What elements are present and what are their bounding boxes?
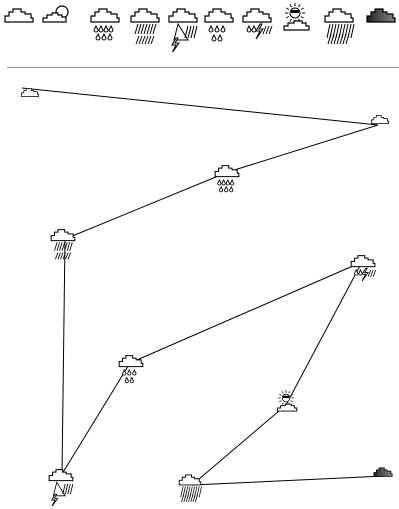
sun-behind-cloud-icon	[277, 390, 298, 412]
cloud-snow-lightning-icon	[168, 8, 198, 52]
edge	[191, 404, 287, 486]
dark-cloud-icon	[373, 467, 393, 477]
edge	[64, 171, 229, 240]
tool-snow-lightning[interactable]	[166, 0, 200, 52]
cloud-rain-icon	[50, 229, 76, 260]
cloud-rain-icon	[130, 8, 160, 45]
cloud-heavy-rain-icon	[178, 474, 202, 502]
toolbar	[0, 0, 399, 60]
tool-storm[interactable]	[240, 0, 274, 52]
tool-sun-cloud[interactable]	[278, 0, 312, 52]
tool-heavy-rain[interactable]	[322, 0, 356, 52]
cloud-hail-icon	[214, 165, 240, 193]
tool-hail[interactable]	[88, 0, 122, 52]
edge	[61, 238, 66, 475]
tool-dark-cloud[interactable]	[364, 0, 398, 52]
edge	[191, 475, 387, 486]
cloud-drops-icon	[204, 8, 234, 42]
edge	[21, 87, 379, 126]
sun-behind-cloud-icon	[283, 3, 310, 31]
cloud-snow-lightning-icon	[48, 469, 74, 506]
cloud-storm-icon	[242, 8, 273, 40]
tool-drops[interactable]	[202, 0, 236, 52]
cloud-drops-icon	[118, 355, 144, 384]
cloud-heavy-rain-icon	[324, 8, 355, 45]
cloud-hail-icon	[90, 8, 120, 41]
tool-cloud[interactable]	[2, 0, 36, 52]
edge	[285, 261, 363, 406]
edge	[129, 261, 363, 364]
tool-cloud-sun[interactable]	[38, 0, 72, 52]
cloud-storm-icon	[350, 255, 377, 282]
cloud-icon	[4, 8, 34, 23]
cloud-sun-icon	[42, 5, 69, 23]
graph-canvas[interactable]	[0, 70, 399, 509]
edge	[227, 124, 379, 173]
cloud-icon	[21, 88, 39, 97]
tool-rain[interactable]	[128, 0, 162, 52]
divider	[7, 67, 399, 68]
dark-cloud-icon	[366, 8, 396, 23]
edge	[61, 362, 131, 475]
cloud-icon	[371, 115, 389, 124]
edge-layer	[21, 87, 387, 486]
